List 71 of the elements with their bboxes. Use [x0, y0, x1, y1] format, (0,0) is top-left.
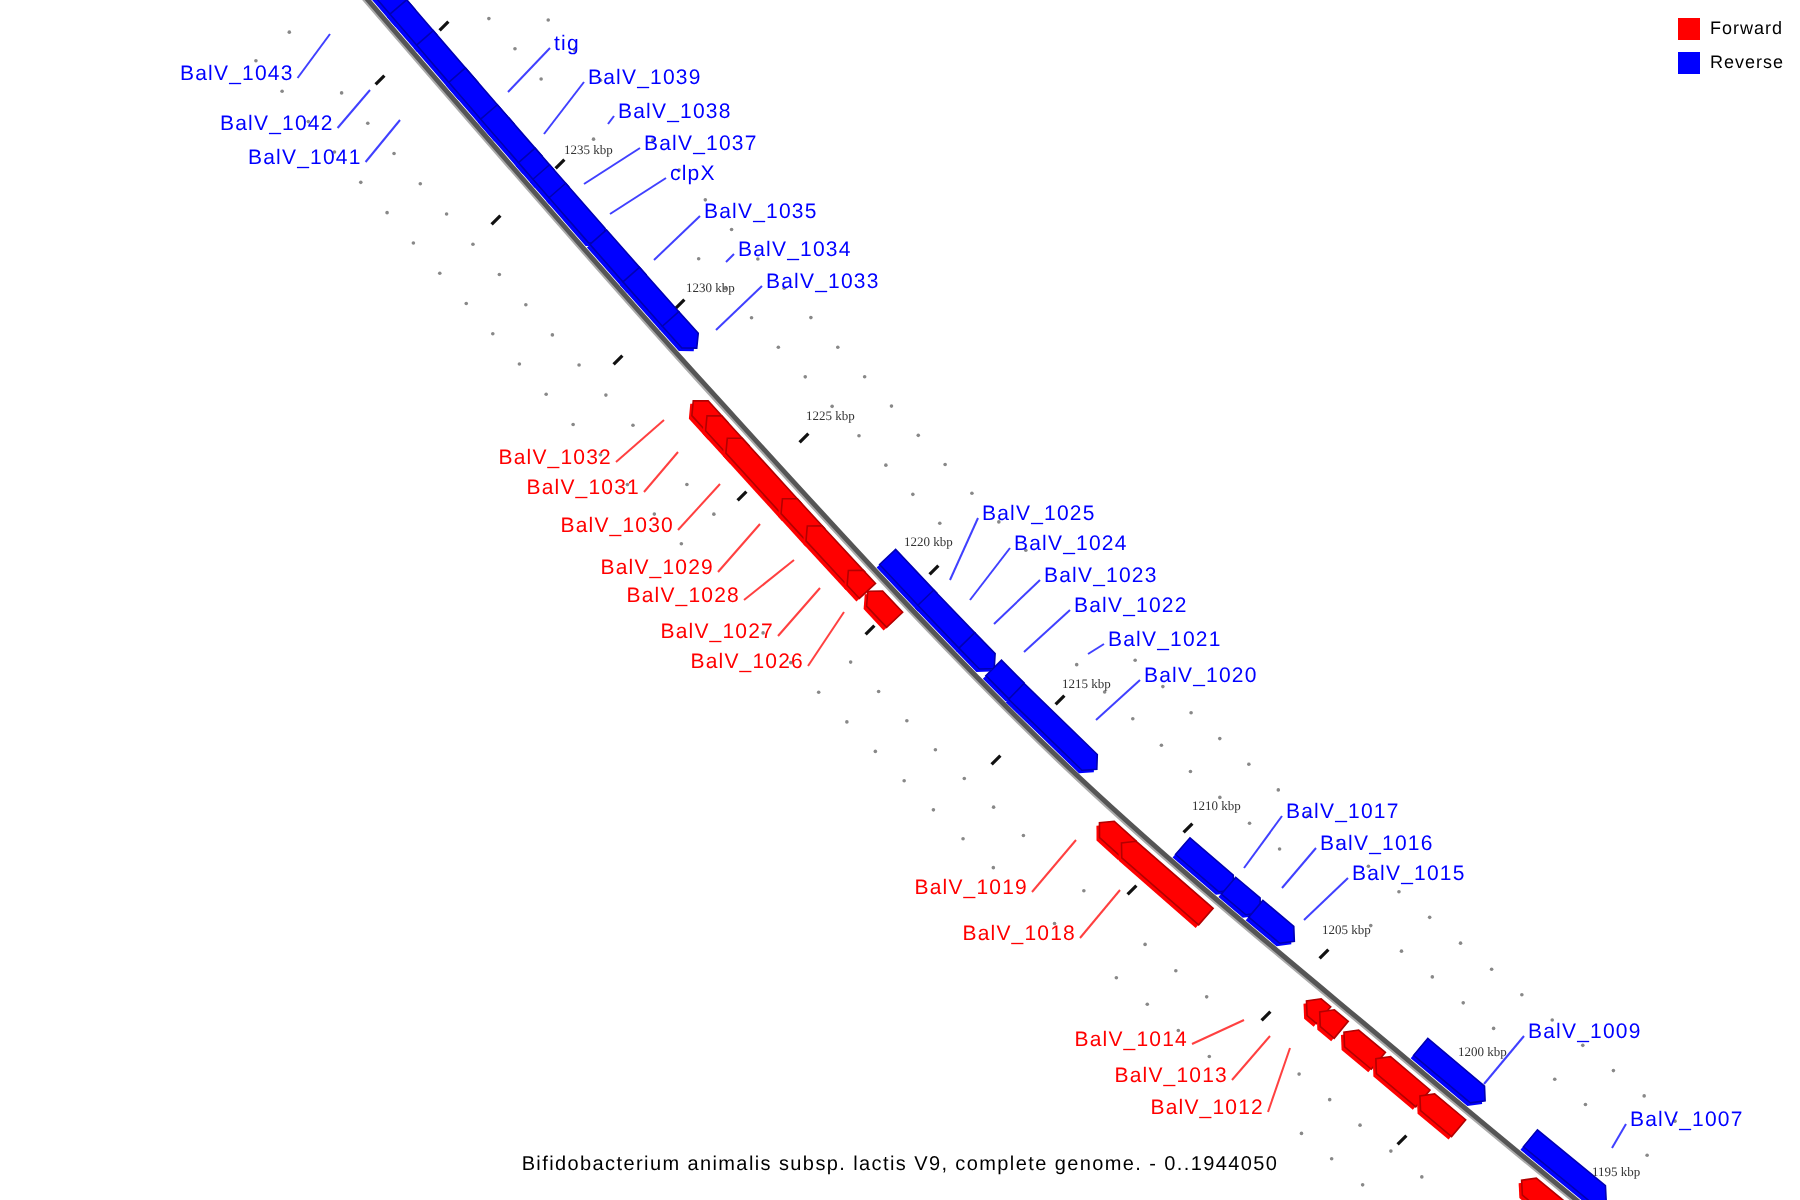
leader-line — [777, 587, 821, 637]
leader-line — [609, 177, 667, 215]
gene-label: BalV_1031 — [526, 476, 640, 500]
leader-line — [615, 419, 665, 463]
leader-line — [336, 89, 371, 129]
gene-label: BalV_1009 — [1528, 1020, 1642, 1044]
gene-label: BalV_1024 — [1014, 532, 1128, 556]
gene-label: BalV_1021 — [1108, 628, 1222, 652]
leader-line — [1267, 1047, 1291, 1113]
gene-label: BalV_1041 — [248, 146, 362, 170]
leader-line — [717, 523, 761, 573]
gene-label: BalV_1020 — [1144, 664, 1258, 688]
leader-line — [715, 285, 763, 331]
gene-label: BalV_1035 — [704, 200, 818, 224]
leader-line — [1281, 847, 1317, 889]
leader-line — [1303, 877, 1349, 921]
gene-label: BalV_1043 — [180, 62, 294, 86]
leader-line — [607, 115, 615, 125]
leader-line — [364, 119, 401, 163]
gene-label: BalV_1019 — [914, 876, 1028, 900]
leader-line — [993, 579, 1041, 625]
leader-line — [296, 33, 331, 79]
gene-label: BalV_1039 — [588, 66, 702, 90]
caption: Bifidobacterium animalis subsp. lactis V9, complete genome. - 0..1944050 — [521, 1154, 1279, 1176]
leader-line — [507, 47, 551, 93]
gene-label: BalV_1014 — [1074, 1028, 1188, 1052]
leader-line — [1483, 1035, 1525, 1085]
gene-label: BalV_1038 — [618, 100, 732, 124]
leader-line — [583, 147, 641, 185]
gene-label: BalV_1016 — [1320, 832, 1434, 856]
leader-line — [677, 483, 721, 531]
gene-label: BalV_1015 — [1352, 862, 1466, 886]
gene-label: BalV_1025 — [982, 502, 1096, 526]
gene-label: BalV_1013 — [1114, 1064, 1228, 1088]
leader-line — [1191, 1019, 1245, 1045]
leader-line — [1031, 839, 1077, 893]
leader-line — [949, 517, 979, 581]
leader-line — [1079, 889, 1121, 939]
legend-label: Forward — [1710, 18, 1784, 40]
gene-label: BalV_1037 — [644, 132, 758, 156]
gene-label: BalV_1026 — [690, 650, 804, 674]
leader-line — [653, 215, 701, 261]
leader-line — [969, 547, 1011, 601]
gene-label: BalV_1042 — [220, 112, 334, 136]
gene-label: BalV_1034 — [738, 238, 852, 262]
leader-line — [807, 611, 845, 667]
leader-line — [1611, 1123, 1627, 1149]
gene-label: BalV_1027 — [660, 620, 774, 644]
gene-label: clpX — [670, 162, 716, 186]
leader-line — [643, 451, 679, 493]
leader-line — [1095, 679, 1141, 721]
gene-label: BalV_1007 — [1630, 1108, 1744, 1132]
gene-label: BalV_1032 — [498, 446, 612, 470]
gene-label: BalV_1018 — [962, 922, 1076, 946]
leader-line — [543, 81, 585, 135]
leader-line — [1243, 815, 1283, 869]
gene-label: BalV_1022 — [1074, 594, 1188, 618]
gene-label: BalV_1028 — [626, 584, 740, 608]
leader-line — [743, 559, 795, 601]
leader-line — [1087, 643, 1105, 655]
gene-label: BalV_1012 — [1150, 1096, 1264, 1120]
leader-line — [1231, 1035, 1271, 1081]
gene-label: BalV_1033 — [766, 270, 880, 294]
gene-label: BalV_1017 — [1286, 800, 1400, 824]
gene-label: tig — [554, 32, 580, 56]
gene-label: BalV_1030 — [560, 514, 674, 538]
gene-label: BalV_1023 — [1044, 564, 1158, 588]
legend-label: Reverse — [1710, 52, 1785, 74]
gene-label: BalV_1029 — [600, 556, 714, 580]
leader-line — [1023, 609, 1071, 653]
leader-line — [725, 253, 735, 263]
